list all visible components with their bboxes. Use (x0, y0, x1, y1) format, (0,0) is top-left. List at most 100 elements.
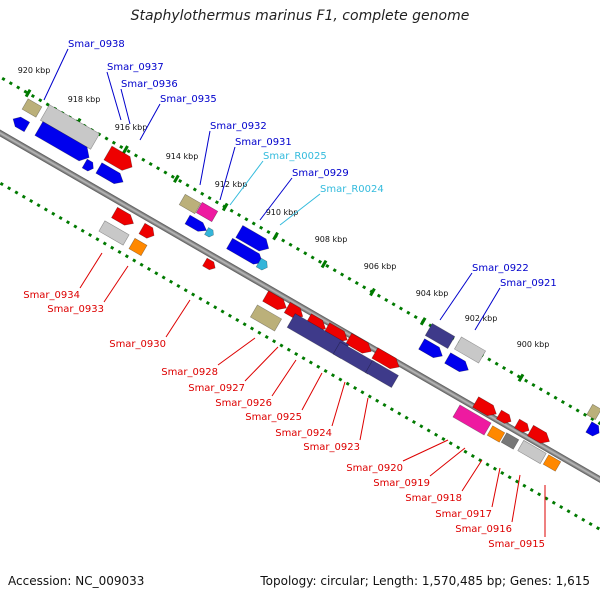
gene-leader-line (491, 467, 501, 508)
scale-dot-top (413, 314, 418, 320)
scale-dot-bottom (404, 415, 409, 420)
scale-dot-bottom (433, 432, 439, 437)
ruler-label: 908 kbp (315, 235, 348, 244)
gene-feature (452, 404, 492, 436)
ruler-label: 918 kbp (68, 95, 101, 104)
gene-label: Smar_0933 (47, 304, 104, 315)
gene-feature (204, 227, 214, 238)
scale-dot-bottom (168, 279, 174, 284)
scale-dot-bottom (176, 283, 181, 289)
gene-label: Smar_0935 (160, 94, 217, 105)
gene-feature (138, 222, 155, 239)
scale-dot-top (295, 246, 300, 252)
gene-leader-line (279, 193, 321, 226)
gene-feature (486, 425, 506, 443)
scale-dot-top (332, 268, 337, 273)
scale-dot-top (16, 85, 21, 90)
scale-dot-top (119, 144, 124, 150)
scale-dot-top (560, 399, 565, 405)
scale-dot-top (509, 370, 514, 375)
ruler-label: 904 kbp (416, 289, 449, 298)
scale-dot-bottom (191, 292, 196, 297)
gene-leader-line (271, 359, 297, 397)
scale-dot-bottom (316, 364, 321, 369)
gene-leader-line (103, 265, 129, 303)
gene-feature (202, 257, 216, 271)
scale-dot-top (111, 140, 116, 145)
gene-feature (235, 225, 270, 252)
scale-dot-top (553, 395, 558, 400)
gene-feature (103, 145, 133, 171)
scale-dot-top (303, 251, 308, 256)
gene-feature (184, 214, 207, 232)
scale-dot-bottom (522, 483, 527, 488)
scale-dot-bottom (58, 215, 63, 221)
gene-leader-line (474, 287, 501, 331)
scale-dot-bottom (264, 334, 269, 340)
scale-dot-bottom (360, 390, 365, 395)
scale-dot-bottom (154, 271, 159, 276)
scale-dot-bottom (279, 343, 284, 348)
gene-feature (500, 432, 520, 450)
scale-dot-bottom (7, 186, 12, 191)
gene-leader-line (244, 346, 279, 382)
ruler-tick (122, 145, 129, 154)
scale-dot-bottom (124, 254, 129, 259)
gene-feature (34, 121, 90, 162)
scale-dot-bottom (294, 351, 299, 357)
gene-leader-line (402, 439, 449, 462)
scale-dot-bottom (205, 300, 210, 306)
scale-dot-top (236, 212, 242, 218)
scale-dot-bottom (595, 526, 600, 531)
scale-dot-bottom (213, 305, 218, 310)
gene-feature (81, 158, 94, 172)
scale-dot-bottom (0, 181, 4, 187)
gene-leader-line (301, 372, 323, 411)
gene-leader-line (429, 447, 466, 477)
gene-leader-line (229, 160, 264, 206)
scale-dot-top (38, 98, 43, 103)
scale-dot-bottom (257, 330, 262, 335)
scale-dot-top (531, 382, 536, 388)
scale-dot-bottom (29, 198, 34, 204)
scale-dot-top (524, 378, 529, 383)
gene-leader-line (439, 272, 473, 321)
scale-dot-bottom (588, 521, 593, 527)
gene-feature (424, 323, 456, 349)
scale-dot-bottom (220, 309, 225, 314)
gene-feature (39, 104, 101, 150)
scale-dot-bottom (132, 258, 137, 263)
gene-label: Smar_0916 (455, 524, 512, 535)
scale-dot-top (244, 217, 249, 222)
gene-label: Smar_0928 (161, 367, 218, 378)
gene-feature (542, 454, 562, 472)
scale-dot-bottom (65, 220, 71, 225)
scale-dot-bottom (573, 513, 578, 518)
scale-dot-top (141, 157, 146, 162)
ruler-label: 906 kbp (364, 262, 397, 271)
scale-dot-top (207, 195, 212, 201)
scale-dot-bottom (308, 360, 313, 365)
gene-feature (472, 396, 497, 417)
ruler-label: 902 kbp (465, 314, 498, 323)
gene-feature (128, 237, 148, 257)
scale-dot-top (229, 208, 234, 213)
scale-dot-bottom (330, 373, 336, 378)
ruler-label: 914 kbp (166, 152, 199, 161)
gene-label: Smar_0922 (472, 263, 529, 274)
scale-dot-top (538, 387, 543, 392)
scale-dot-bottom (198, 296, 203, 301)
scale-dot-bottom (426, 428, 431, 433)
genome-backbone (0, 47, 600, 503)
gene-label: Smar_0927 (188, 383, 245, 394)
scale-dot-top (170, 174, 175, 179)
scale-dot-bottom (43, 207, 48, 212)
scale-dot-top (487, 357, 492, 362)
scale-dot-bottom (139, 262, 144, 267)
ruler-tick (320, 259, 328, 269)
scale-dot-top (156, 166, 161, 171)
gene-leader-line (511, 474, 521, 523)
scale-dot-top (104, 136, 109, 141)
scale-dot-bottom (581, 517, 586, 522)
